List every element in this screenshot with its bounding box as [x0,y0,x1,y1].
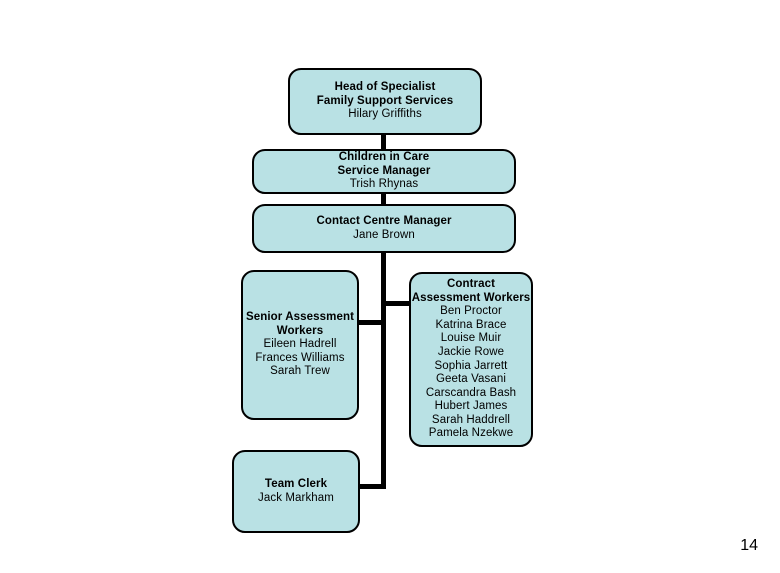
node-contact-people: Jane Brown [353,229,415,243]
node-contact-centre-manager[interactable]: Contact Centre Manager Jane Brown [252,204,516,253]
node-children-titles: Children in Care Service Manager [338,151,431,178]
node-senior-title-line-2: Workers [276,324,324,337]
node-contract-assessment-workers[interactable]: Contract Assessment Workers Ben Proctor … [409,272,533,447]
node-senior-person-3: Sarah Trew [270,365,330,378]
node-contact-person-1: Jane Brown [353,228,415,241]
node-contract-person-9: Sarah Haddrell [431,413,511,426]
node-contract-person-8: Hubert James [434,400,508,413]
node-children-title-line-1: Children in Care [338,151,430,164]
node-contract-person-2: Katrina Brace [435,318,507,331]
node-clerk-titles: Team Clerk [265,478,327,492]
node-team-clerk[interactable]: Team Clerk Jack Markham [232,450,360,533]
node-contract-person-10: Pamela Nzekwe [428,427,514,440]
node-children-person-1: Trish Rhynas [349,178,419,191]
node-head-title-line-1: Head of Specialist [334,81,436,94]
node-contract-person-6: Geeta Vasani [435,373,507,386]
node-head-titles: Head of Specialist Family Support Servic… [317,81,454,108]
connector-trunk-to-contract-assessment-workers [383,301,411,306]
node-contract-person-3: Louise Muir [440,332,502,345]
node-head-of-specialist-family-support-services[interactable]: Head of Specialist Family Support Servic… [288,68,482,135]
node-head-people: Hilary Griffiths [348,108,422,122]
connector-head-to-children-in-care [381,133,386,151]
node-contract-person-5: Sophia Jarrett [434,359,508,372]
node-clerk-people: Jack Markham [258,492,334,506]
node-contract-titles: Contract Assessment Workers [412,278,531,305]
node-contract-person-4: Jackie Rowe [437,345,505,358]
node-contract-title-line-1: Contract [446,278,496,291]
node-contract-person-7: Carscandra Bash [425,386,517,399]
node-head-title-line-2: Family Support Services [316,94,454,107]
connector-trunk-to-senior-assessment-workers [356,320,383,325]
node-contract-title-line-2: Assessment Workers [411,291,531,304]
node-contact-title-line-1: Contact Centre Manager [316,214,452,227]
node-senior-people: Eileen Hadrell Frances Williams Sarah Tr… [255,338,344,379]
node-clerk-title-line-1: Team Clerk [264,477,328,490]
connector-children-in-care-to-contact-centre [381,192,386,206]
node-children-in-care-service-manager[interactable]: Children in Care Service Manager Trish R… [252,149,516,194]
connector-trunk-vertical [381,251,386,489]
node-head-person-1: Hilary Griffiths [348,108,422,121]
page-number: 14 [740,537,758,554]
node-clerk-person-1: Jack Markham [258,491,334,504]
node-children-people: Trish Rhynas [350,178,419,192]
node-senior-person-2: Frances Williams [255,351,345,364]
node-contract-people: Ben Proctor Katrina Brace Louise Muir Ja… [426,305,516,441]
node-senior-title-line-1: Senior Assessment [245,311,354,324]
node-senior-titles: Senior Assessment Workers [246,311,354,338]
connector-trunk-to-team-clerk [357,484,385,489]
node-children-title-line-2: Service Manager [337,164,431,177]
node-senior-assessment-workers[interactable]: Senior Assessment Workers Eileen Hadrell… [241,270,359,420]
node-contact-titles: Contact Centre Manager [316,215,451,229]
node-contract-person-1: Ben Proctor [440,305,502,318]
node-senior-person-1: Eileen Hadrell [263,338,337,351]
